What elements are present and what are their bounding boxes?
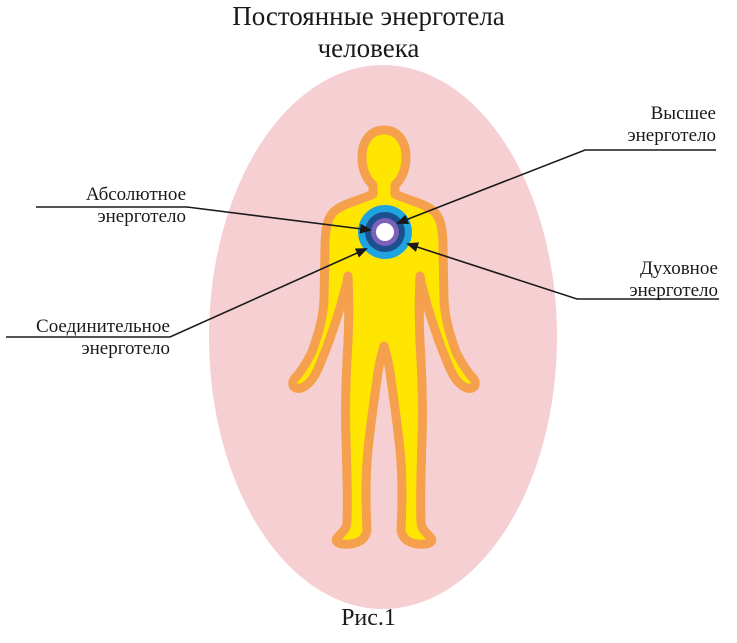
label-connective: Соединительное энерготело bbox=[0, 316, 170, 360]
pointer-absolute bbox=[36, 206, 372, 234]
human-body-outline bbox=[288, 125, 480, 549]
pointer-lines bbox=[6, 149, 719, 338]
label-higher: Высшее энерготело bbox=[590, 103, 716, 147]
human-silhouette bbox=[288, 125, 480, 549]
label-connective-line-1: Соединительное bbox=[36, 316, 170, 337]
label-higher-line-1: Высшее bbox=[650, 103, 716, 124]
label-connective-line-2: энерготело bbox=[81, 338, 170, 359]
label-absolute-line-2: энерготело bbox=[97, 206, 186, 227]
energy-core bbox=[358, 205, 412, 259]
figure-caption: Рис.1 bbox=[341, 605, 396, 631]
pointer-higher bbox=[396, 149, 716, 225]
page-title-line-1: Постоянные энерготела bbox=[232, 1, 505, 31]
label-higher-line-2: энерготело bbox=[627, 125, 716, 146]
absolute-core bbox=[376, 223, 394, 241]
page-title-line-2: человека bbox=[317, 33, 420, 63]
label-absolute-line-1: Абсолютное bbox=[85, 184, 186, 205]
label-spiritual: Духовное энерготело bbox=[590, 258, 718, 302]
pointer-spiritual bbox=[406, 242, 719, 300]
label-absolute: Абсолютное энерготело bbox=[36, 184, 186, 228]
pointer-connective bbox=[6, 248, 368, 338]
label-spiritual-line-1: Духовное bbox=[639, 258, 718, 279]
label-spiritual-line-2: энерготело bbox=[629, 280, 718, 301]
